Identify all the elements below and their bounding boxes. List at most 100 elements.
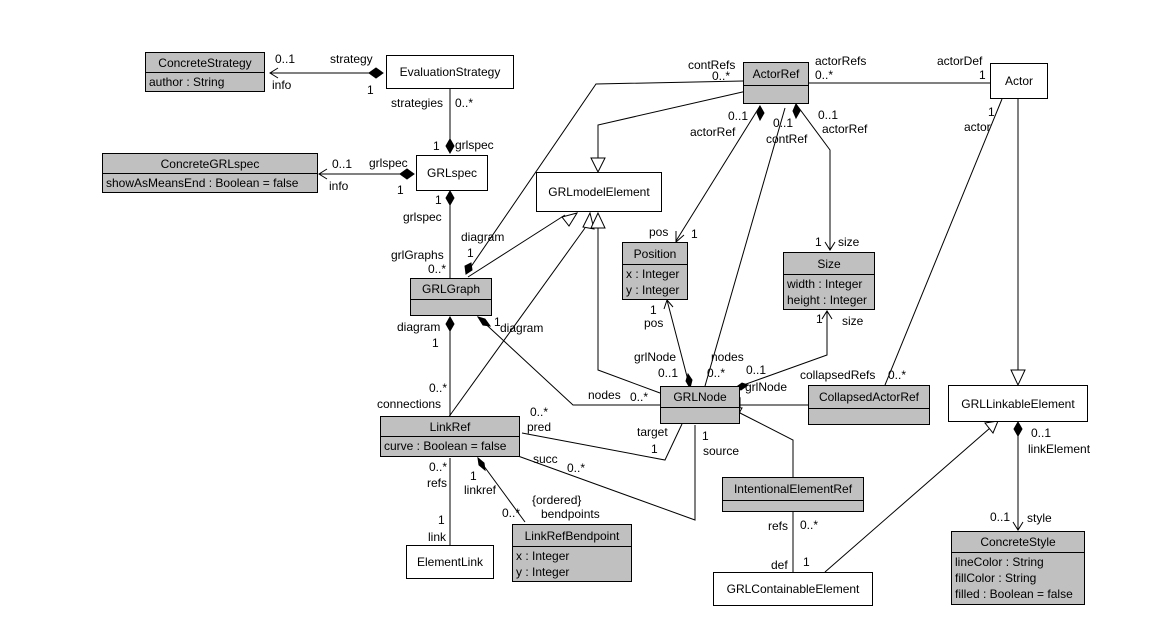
multiplicity-label: 0..1 xyxy=(773,116,794,130)
class-name: ConcreteStyle xyxy=(980,535,1056,549)
role-label: refs xyxy=(768,519,789,533)
multiplicity-label: 0..* xyxy=(429,460,448,474)
role-label: nodes xyxy=(711,350,744,364)
assoc-actor-collapsedactorref xyxy=(884,98,1003,386)
role-label: grlspec xyxy=(369,156,408,170)
triangle-grllinkableelement-containable xyxy=(984,420,999,434)
assoc-grlgraph-grlnode xyxy=(477,316,660,406)
class-size[interactable]: Size width : Integer height : Integer xyxy=(783,252,875,310)
class-grlspec[interactable]: GRLspec xyxy=(416,155,488,191)
class-intentional-element-ref[interactable]: IntentionalElementRef xyxy=(722,477,864,512)
constraint-label: {ordered} xyxy=(532,493,582,507)
multiplicity-label: 1 xyxy=(467,246,474,260)
class-element-link[interactable]: ElementLink xyxy=(406,545,494,579)
multiplicity-label: 0..* xyxy=(429,381,448,395)
class-link-ref-bendpoint[interactable]: LinkRefBendpoint x : Integer y : Integer xyxy=(512,524,632,582)
class-actor-ref[interactable]: ActorRef xyxy=(743,62,809,104)
class-collapsed-actor-ref[interactable]: CollapsedActorRef xyxy=(808,385,930,425)
multiplicity-label: 1 xyxy=(650,303,657,317)
role-label: target xyxy=(637,425,668,439)
class-grl-node[interactable]: GRLNode xyxy=(660,386,740,424)
class-attribute: x : Integer xyxy=(626,267,680,281)
role-label: strategies xyxy=(391,96,444,110)
multiplicity-label: 0..* xyxy=(530,405,549,419)
gen-linkref-grlmodelelement xyxy=(447,227,586,419)
role-label: pred xyxy=(527,420,552,434)
class-concrete-strategy[interactable]: ConcreteStrategy author : String xyxy=(145,52,265,92)
class-concrete-style[interactable]: ConcreteStyle lineColor : String fillCol… xyxy=(951,531,1085,605)
open-arrow-concretegrlspec xyxy=(318,168,328,180)
class-name: CollapsedActorRef xyxy=(818,390,920,404)
open-arrow-concretestyle xyxy=(1012,521,1024,531)
diamond-grllinkableelement-style xyxy=(1013,420,1023,438)
class-name: Actor xyxy=(1004,74,1033,88)
multiplicity-label: 0..* xyxy=(888,368,907,382)
gen-intentionalelementref-grlnode xyxy=(739,412,794,477)
multiplicity-label: 0..* xyxy=(502,506,521,520)
role-label: style xyxy=(1027,511,1052,525)
multiplicity-label: 1 xyxy=(815,235,822,249)
class-link-ref[interactable]: LinkRef curve : Boolean = false xyxy=(380,416,520,457)
class-grl-model-element[interactable]: GRLmodelElement xyxy=(536,172,662,212)
role-label: diagram xyxy=(461,230,505,244)
role-label: grlNode xyxy=(634,350,677,364)
multiplicity-label: 0..* xyxy=(630,390,649,404)
class-actor[interactable]: Actor xyxy=(990,63,1048,99)
class-attribute: width : Integer xyxy=(787,277,863,291)
class-name: ConcreteStrategy xyxy=(158,55,252,70)
open-arrow-position xyxy=(675,231,685,244)
multiplicity-label: 1 xyxy=(367,83,374,97)
open-arrow-size-size xyxy=(821,310,833,320)
triangle-grllinkableelement xyxy=(1010,369,1026,387)
class-attribute: fillColor : String xyxy=(955,571,1037,585)
multiplicity-label: 0..* xyxy=(712,69,731,83)
multiplicity-label: 0..* xyxy=(428,262,447,276)
class-attributes: x : Integer y : Integer xyxy=(513,546,631,581)
class-name: LinkRef xyxy=(429,419,471,434)
class-name: Position xyxy=(633,246,677,261)
class-attributes-empty xyxy=(723,500,863,512)
class-evaluation-strategy[interactable]: EvaluationStrategy xyxy=(386,55,514,89)
role-label: refs xyxy=(427,476,448,490)
triangle-grlmodelelement-grlnode xyxy=(590,211,606,229)
multiplicity-label: 1 xyxy=(691,227,698,241)
class-concrete-grlspec[interactable]: ConcreteGRLspec showAsMeansEnd : Boolean… xyxy=(102,153,318,193)
diamond-actorref-size xyxy=(792,102,801,120)
class-name: ConcreteGRLspec xyxy=(160,156,260,171)
class-attribute: height : Integer xyxy=(787,293,868,307)
multiplicity-label: 0..1 xyxy=(658,366,679,380)
role-label: source xyxy=(703,444,740,458)
multiplicity-label: 1 xyxy=(397,183,404,197)
open-arrow-concretestrategy xyxy=(269,67,279,79)
gen-grlgraph-grlmodelelement xyxy=(467,214,566,278)
role-label: diagram xyxy=(397,320,441,334)
multiplicity-label: 1 xyxy=(470,469,477,483)
multiplicity-label: 1 xyxy=(435,193,442,207)
class-grl-containable-element[interactable]: GRLContainableElement xyxy=(713,572,873,606)
diamond-grlspec-strategies xyxy=(445,137,455,155)
class-name: Size xyxy=(817,256,841,271)
class-attribute: y : Integer xyxy=(516,565,570,579)
class-name: EvaluationStrategy xyxy=(399,65,501,79)
class-grl-linkable-element[interactable]: GRLLinkableElement xyxy=(948,385,1088,422)
class-attributes-empty xyxy=(411,299,491,316)
multiplicity-label: 1 xyxy=(803,555,810,569)
triangle-grlmodelelement-actorref xyxy=(590,157,606,174)
class-name: GRLspec xyxy=(426,166,478,180)
class-grl-graph[interactable]: GRLGraph xyxy=(410,278,492,316)
role-label: pos xyxy=(649,225,669,239)
role-label: grlspec xyxy=(403,210,442,224)
role-label: info xyxy=(329,179,349,193)
class-attributes: x : Integer y : Integer xyxy=(623,264,687,299)
role-label: link xyxy=(428,530,447,544)
multiplicity-label: 1 xyxy=(651,442,658,456)
multiplicity-label: 0..* xyxy=(800,518,819,532)
role-label: pos xyxy=(644,316,664,330)
multiplicity-label: 0..* xyxy=(455,96,474,110)
class-name: GRLLinkableElement xyxy=(961,396,1075,411)
class-name: LinkRefBendpoint xyxy=(524,528,620,543)
class-attribute: showAsMeansEnd : Boolean = false xyxy=(103,173,317,192)
class-position[interactable]: Position x : Integer y : Integer xyxy=(622,242,688,300)
assoc-position-grlnode xyxy=(666,299,691,389)
